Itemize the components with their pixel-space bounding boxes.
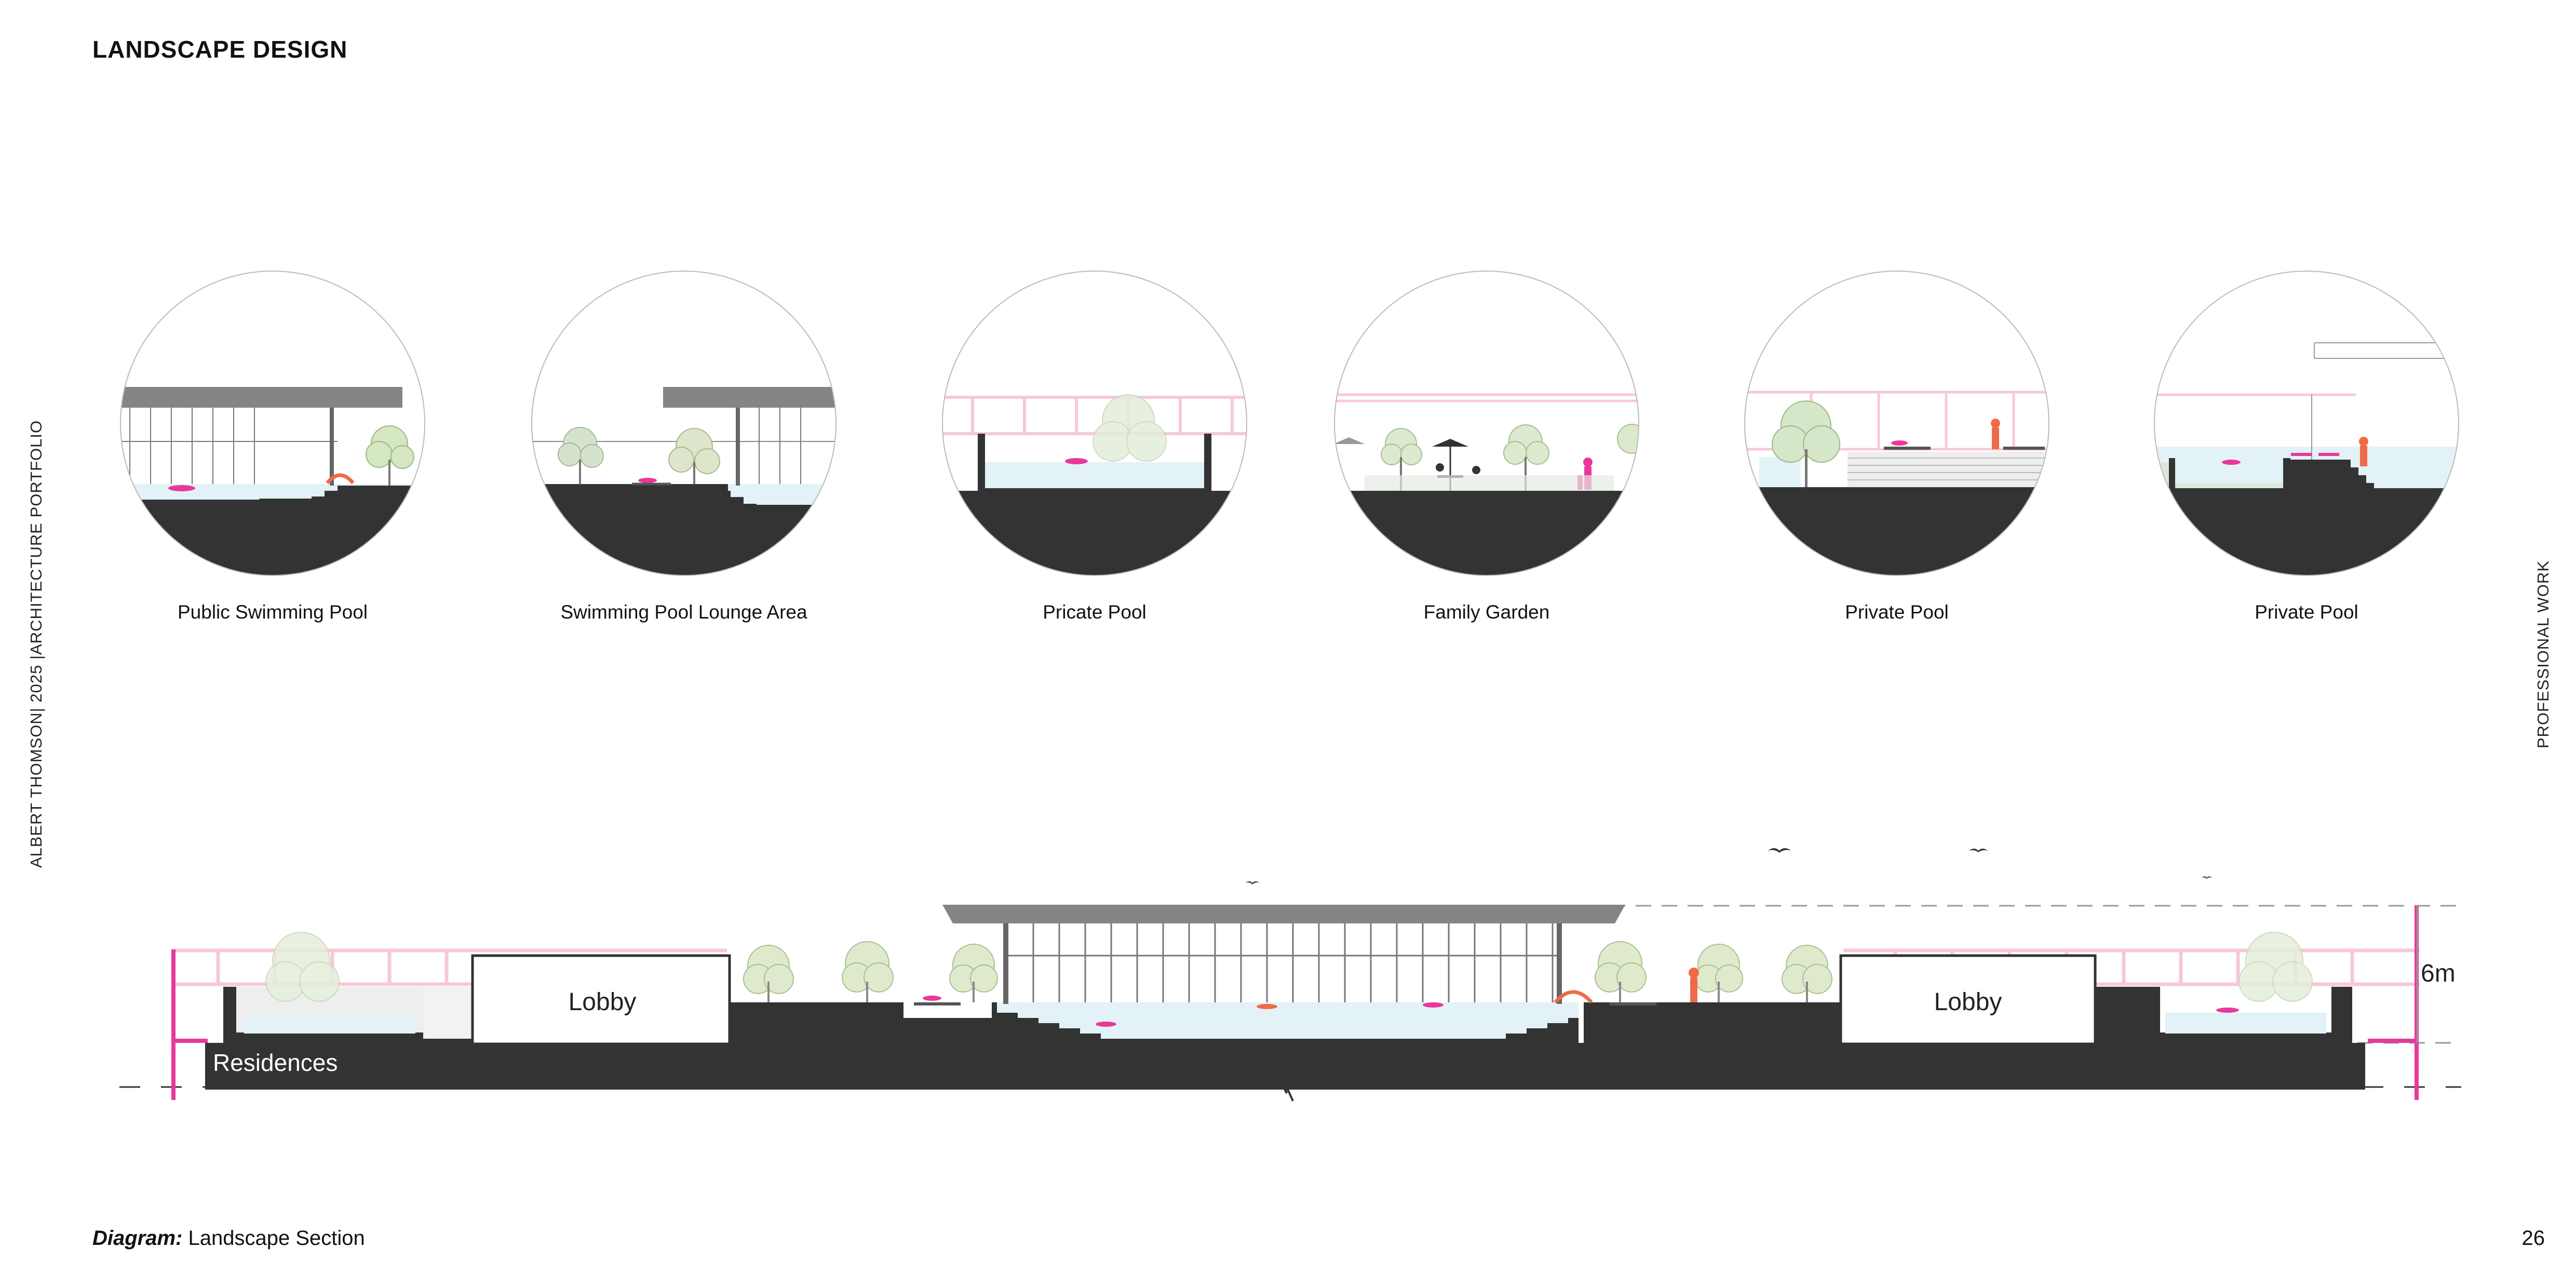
- figure-caption: Diagram: Landscape Section: [92, 1227, 365, 1250]
- page-number: 26: [2521, 1227, 2545, 1250]
- vignette-family-garden: [1333, 270, 1640, 576]
- vignette-label: Pricate Pool: [1043, 601, 1147, 623]
- vignette-pool-lounge-area: [531, 270, 837, 576]
- vignette-private-pool-1: [1744, 270, 2050, 576]
- vignette-label: Family Garden: [1423, 601, 1550, 623]
- vignette-pricate-pool: [941, 270, 1248, 576]
- landscape-section-drawing: 6m Lobby Lobby Residences: [0, 831, 2576, 1124]
- vignette-label: Private Pool: [1845, 601, 1949, 623]
- caption-label: Diagram:: [92, 1227, 183, 1250]
- portfolio-sidebar-text: ALBERT THOMSON| 2025 |ARCHITECTURE PORTF…: [27, 420, 45, 868]
- section-sidebar-text: PROFESSIONAL WORK: [2534, 560, 2552, 749]
- vignette-public-swimming-pool: [119, 270, 426, 576]
- lobby-label-right: Lobby: [1934, 988, 2002, 1016]
- bird-icons: [1245, 848, 2212, 884]
- residences-label: Residences: [213, 1049, 338, 1076]
- caption-text: Landscape Section: [188, 1227, 365, 1250]
- vignette-private-pool-2: [2153, 270, 2460, 576]
- page-title: LANDSCAPE DESIGN: [92, 36, 348, 63]
- vignette-label: Private Pool: [2255, 601, 2358, 623]
- lobby-label-left: Lobby: [569, 988, 637, 1016]
- vignette-label: Public Swimming Pool: [177, 601, 368, 623]
- trees: [743, 941, 1832, 994]
- vignette-label: Swimming Pool Lounge Area: [560, 601, 807, 623]
- height-dimension-label: 6m: [2421, 960, 2456, 987]
- break-line-icon: [1276, 1075, 1294, 1102]
